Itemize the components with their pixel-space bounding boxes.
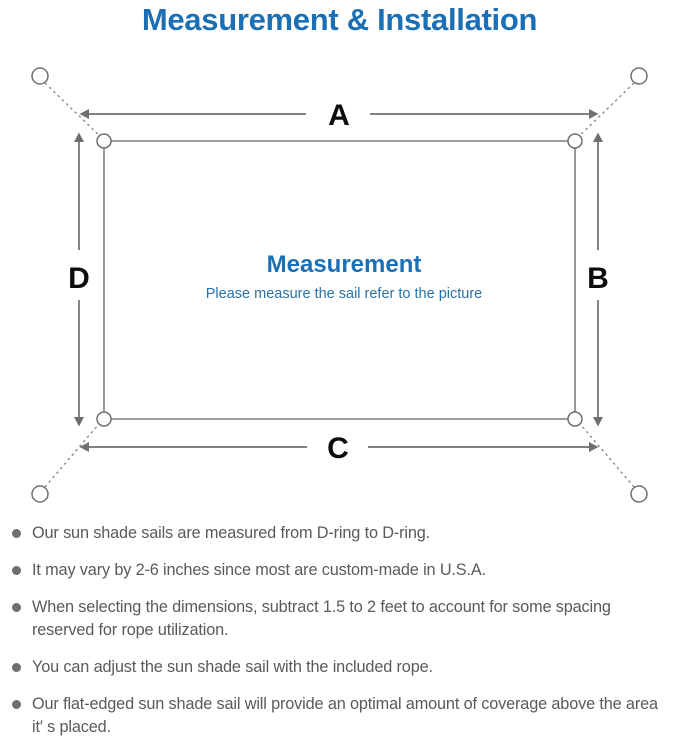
notes-list: Our sun shade sails are measured from D-… (0, 522, 679, 739)
d-ring-bottom-left (96, 411, 112, 427)
shade-sail-body (103, 140, 576, 420)
list-item: Our sun shade sails are measured from D-… (0, 522, 679, 545)
rope-top-right (574, 82, 635, 141)
dimension-label-c: C (327, 432, 349, 465)
note-text: Our sun shade sails are measured from D-… (32, 524, 431, 542)
anchor-point-top-left (31, 67, 49, 85)
anchor-point-bottom-right (630, 485, 648, 503)
measurement-diagram: A C D B Measurement Please measure the s… (0, 42, 679, 512)
note-text: Our flat-edged sun shade sail will provi… (32, 695, 658, 736)
bullet-icon (12, 603, 21, 612)
list-item: You can adjust the sun shade sail with t… (0, 656, 679, 679)
bullet-icon (12, 566, 21, 575)
page-title: Measurement & Installation (141, 2, 538, 37)
center-subheading: Please measure the sail refer to the pic… (206, 286, 482, 302)
anchor-point-bottom-left (31, 485, 49, 503)
anchor-point-top-right (630, 67, 648, 85)
bullet-icon (12, 529, 21, 538)
center-heading: Measurement (267, 251, 422, 278)
dimension-label-d: D (68, 262, 90, 295)
list-item: Our flat-edged sun shade sail will provi… (0, 693, 679, 739)
dimension-label-a: A (328, 99, 350, 132)
bullet-icon (12, 663, 21, 672)
note-text: You can adjust the sun shade sail with t… (32, 658, 433, 676)
rope-top-left (44, 82, 105, 141)
rope-bottom-left (44, 417, 105, 488)
list-item: It may vary by 2-6 inches since most are… (0, 559, 679, 582)
d-ring-top-left (96, 133, 112, 149)
list-item: When selecting the dimensions, subtract … (0, 596, 679, 642)
note-text: It may vary by 2-6 inches since most are… (32, 561, 486, 579)
d-ring-top-right (567, 133, 583, 149)
d-ring-bottom-right (567, 411, 583, 427)
note-text: When selecting the dimensions, subtract … (32, 598, 611, 639)
bullet-icon (12, 700, 21, 709)
rope-bottom-right (574, 417, 635, 488)
dimension-label-b: B (587, 262, 609, 295)
